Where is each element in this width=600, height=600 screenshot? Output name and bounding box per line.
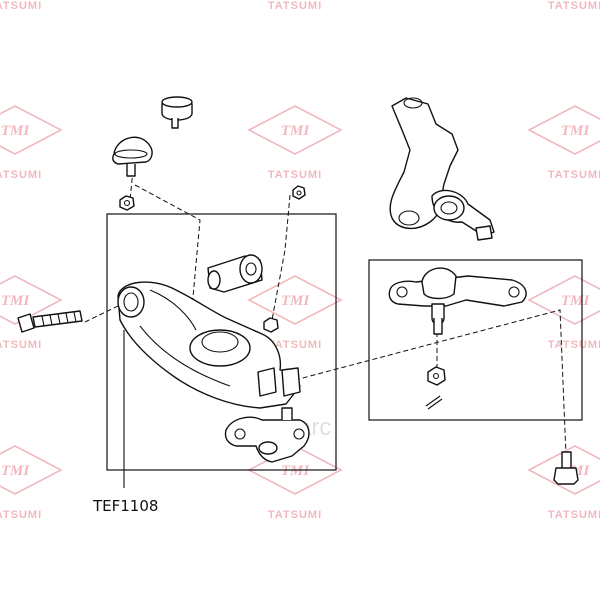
steering-knuckle <box>389 97 495 241</box>
watermark-tile: TMI TATSUMI <box>527 105 600 181</box>
ball-joint <box>388 267 527 335</box>
nut <box>292 185 306 200</box>
watermark-logo: TMI <box>1 463 31 479</box>
watermark-brand-text: TATSUMI <box>268 169 322 181</box>
nut <box>119 195 135 211</box>
watermark-tile: TMI TATSUMI <box>527 275 600 351</box>
watermark-brand-text: TATSUMI <box>548 0 600 12</box>
watermark-tile: TMI TATSUMI <box>247 105 343 181</box>
watermark-logo: TMI <box>281 463 311 479</box>
watermark-brand-text: TATSUMI <box>268 339 322 351</box>
assembly-lines <box>84 169 567 456</box>
watermark-tile: TMI TATSUMI <box>247 445 343 521</box>
ball-joint <box>224 407 310 463</box>
control-arm-frame <box>106 213 337 471</box>
watermark-diamond-icon <box>247 105 343 155</box>
cotter-pin <box>425 395 443 410</box>
watermark-logo: TMI <box>1 293 31 309</box>
watermark-tile: TMI TATSUMI <box>0 445 63 521</box>
watermark-diamond-icon <box>527 105 600 155</box>
watermark-brand-text: TATSUMI <box>0 169 42 181</box>
lower-control-arm <box>117 281 301 409</box>
watermark-logo: TMI <box>1 123 31 139</box>
nut <box>263 317 279 333</box>
bushing <box>207 254 263 293</box>
watermark-tile: TMI TATSUMI <box>0 105 63 181</box>
watermark-logo: TMI <box>281 293 311 309</box>
watermark-brand-text: TATSUMI <box>0 509 42 521</box>
watermark-brand-text: TATSUMI <box>0 0 42 12</box>
watermark-diamond-icon <box>527 275 600 325</box>
bolt <box>17 310 83 333</box>
watermark-brand-text: TATSUMI <box>0 339 42 351</box>
watermark-brand-text: TATSUMI <box>548 509 600 521</box>
part-number-label: TEF1108 <box>92 497 158 515</box>
watermark-diamond-icon <box>0 445 63 495</box>
ball-joint-boot <box>112 136 153 177</box>
watermark-brand-text: TATSUMI <box>268 509 322 521</box>
watermark-logo: TMI <box>561 293 591 309</box>
watermark-logo: TMI <box>281 123 311 139</box>
watermark-logo: TMI <box>561 123 591 139</box>
watermark-tile: TMI TATSUMI <box>247 275 343 351</box>
watermark-layer: TMI TATSUMI TMI TATSUMI TMI TATSUMI TMI TATSUMI… <box>0 0 600 521</box>
watermark-diamond-icon <box>247 275 343 325</box>
watermark-brand-text: TATSUMI <box>548 169 600 181</box>
bump-stop <box>161 96 193 129</box>
watermark-tile: TMI TATSUMI <box>0 275 63 351</box>
watermark-brand-text: TATSUMI <box>548 339 600 351</box>
watermark-diamond-icon <box>0 275 63 325</box>
watermark-brand-text: TATSUMI <box>268 0 322 12</box>
watermark-diamond-icon <box>0 105 63 155</box>
watermark-diamond-icon <box>527 445 600 495</box>
ball-joint-frame <box>368 259 583 421</box>
bolt <box>553 451 579 485</box>
nut <box>427 366 446 386</box>
